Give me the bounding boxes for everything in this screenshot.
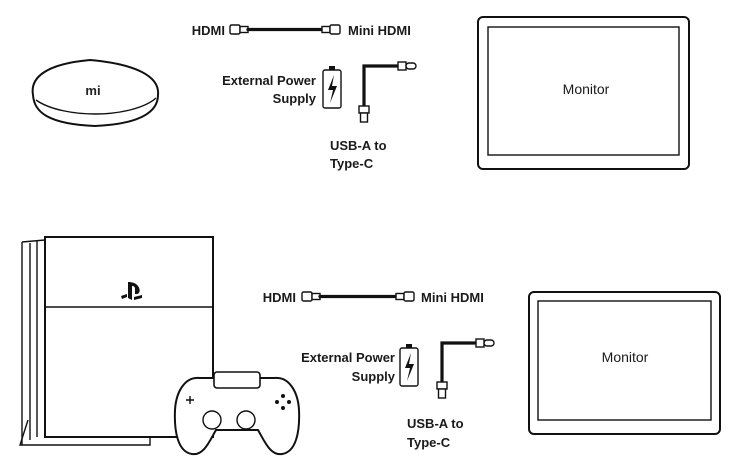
hdmi-cable: HDMI Mini HDMI: [192, 23, 411, 38]
device-logo-text: mi: [85, 83, 100, 98]
setup-top: mi HDMI Mini HDMI External Power Supply: [31, 16, 690, 171]
setup-bottom: HDMI Mini HDMI External Power Supply: [19, 236, 721, 456]
usb-a-plug-icon: [358, 105, 370, 123]
usb-cable-label-line1: USB-A to: [407, 416, 464, 431]
type-c-plug-icon: [475, 338, 495, 348]
battery-icon: [322, 66, 342, 109]
mini-hdmi-label: Mini HDMI: [421, 290, 484, 305]
usb-cable-label-line2: Type-C: [407, 435, 451, 450]
monitor-icon: Monitor: [477, 16, 690, 170]
mini-hdmi-plug-icon: [395, 291, 415, 302]
type-c-plug-icon: [397, 61, 417, 71]
game-console-icon: [19, 236, 214, 446]
playstation-logo-icon: [121, 282, 142, 300]
usb-a-plug-icon: [436, 381, 448, 399]
usb-cable-label-line2: Type-C: [330, 156, 374, 171]
hdmi-cable: HDMI Mini HDMI: [263, 290, 484, 305]
monitor-label: Monitor: [563, 81, 610, 97]
usb-a-to-type-c-cable: USB-A to Type-C: [407, 338, 495, 450]
monitor-label: Monitor: [602, 349, 649, 365]
battery-icon: [399, 344, 419, 387]
power-label-line2: Supply: [352, 369, 396, 384]
hdmi-plug-icon: [229, 24, 249, 35]
power-label-line1: External Power: [222, 73, 316, 88]
power-label-line2: Supply: [273, 91, 317, 106]
usb-a-to-type-c-cable: USB-A to Type-C: [330, 61, 417, 171]
power-label-line1: External Power: [301, 350, 395, 365]
hdmi-plug-icon: [301, 291, 321, 302]
hdmi-label: HDMI: [263, 290, 296, 305]
monitor-icon: Monitor: [528, 291, 721, 435]
hdmi-label: HDMI: [192, 23, 225, 38]
gamepad-icon: [173, 371, 301, 456]
tv-box-icon: mi: [31, 58, 160, 128]
usb-cable-label-line1: USB-A to: [330, 138, 387, 153]
mini-hdmi-label: Mini HDMI: [348, 23, 411, 38]
mini-hdmi-plug-icon: [321, 24, 341, 35]
